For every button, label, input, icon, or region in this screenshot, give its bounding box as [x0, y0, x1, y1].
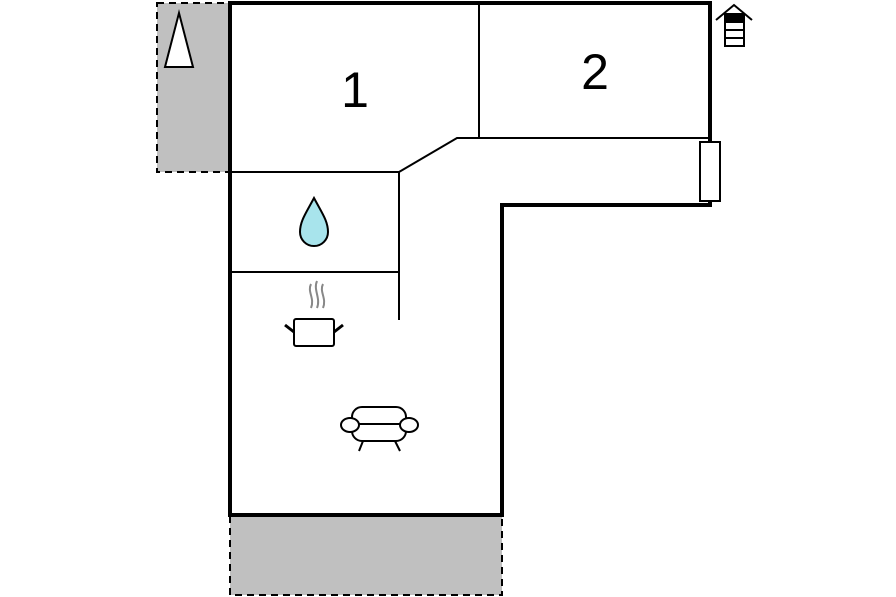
parasol-icon: [163, 9, 195, 68]
terrace-bottom: [229, 514, 503, 596]
room-label-2: 2: [581, 44, 609, 100]
cooking-pot-icon: [284, 280, 344, 347]
building-floor: [230, 3, 710, 515]
sofa-icon: [340, 406, 419, 452]
entrance-door: [699, 141, 721, 202]
house-entrance-icon: [715, 3, 753, 47]
wall-hall-top: [230, 137, 710, 173]
interior-walls: [230, 3, 710, 320]
room-label-1: 1: [341, 62, 369, 118]
terrace-top-left: [156, 2, 231, 173]
outer-wall: [228, 1, 712, 517]
water-drop-icon: [298, 195, 330, 247]
